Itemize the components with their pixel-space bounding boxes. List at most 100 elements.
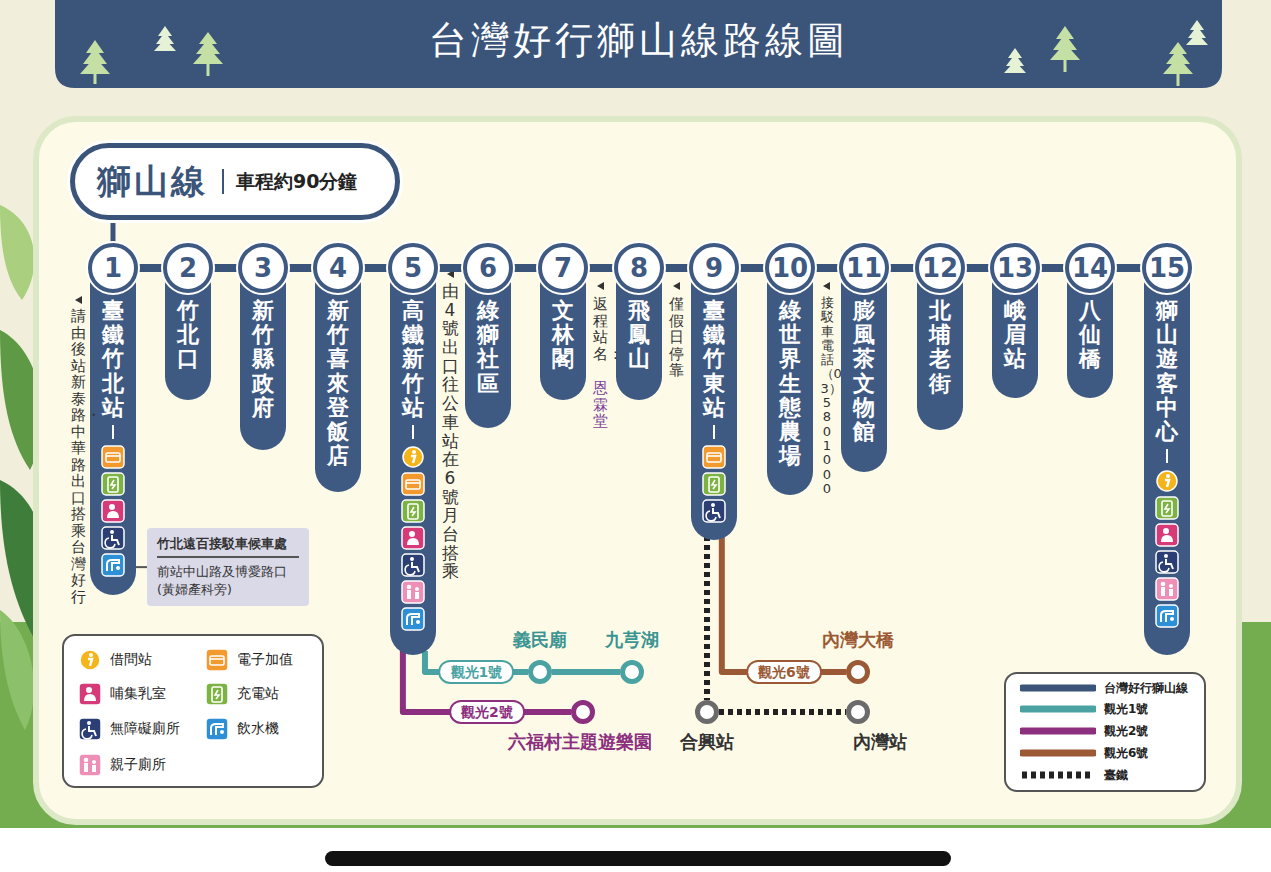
facility-icon: [1156, 578, 1178, 600]
legend-entry: 親子廁所: [78, 753, 166, 777]
line-swatch: [1020, 676, 1096, 700]
branch-stop: 內灣大橋: [846, 660, 870, 684]
legend-text: 充電站: [237, 685, 279, 703]
number-circle: 7: [538, 243, 588, 293]
stop-number: 3: [254, 255, 272, 281]
number-circle: 5: [388, 243, 438, 293]
stop-pill: 2 竹北口: [165, 243, 211, 400]
route-line: [887, 264, 917, 272]
legend-entry: 借問站: [78, 648, 152, 672]
stop-label: 內灣站: [853, 731, 907, 753]
route-line: [722, 536, 846, 672]
facility-icon: [1156, 524, 1178, 546]
facility-icon: [402, 473, 424, 495]
stop-number: 15: [1149, 255, 1185, 281]
stop-pill: 8飛鳳山: [616, 243, 662, 400]
legend-text: 親子廁所: [110, 756, 166, 774]
stop-number: 1: [104, 255, 122, 281]
icon-swatch: [78, 717, 102, 741]
route-line: [361, 264, 390, 272]
facility-icon: [703, 446, 725, 468]
facility-icon: [1156, 551, 1178, 573]
number-circle: 3: [238, 243, 288, 293]
facility-icon: [402, 527, 424, 549]
facility-icon: [102, 554, 124, 576]
facility-icon: [402, 500, 424, 522]
branch-stop: 六福村主題遊樂園: [571, 700, 595, 724]
divider: [713, 425, 715, 439]
route-line: [586, 264, 616, 272]
legend-text: 臺鐵: [1104, 767, 1128, 784]
stop-note: 接駁車電話（03）5801000: [821, 296, 834, 496]
route-line: [211, 264, 240, 272]
route-line: [136, 264, 165, 272]
legend-text: 飲水機: [237, 720, 279, 738]
route-header: 獅山線車程約90分鐘: [70, 143, 400, 220]
stop-number: 13: [997, 255, 1033, 281]
facility-icon: [79, 718, 101, 740]
stop-number: 6: [479, 255, 497, 281]
stop-note: 僅假日停靠: [669, 296, 684, 379]
facility-icons: [1155, 469, 1179, 631]
line-swatch: [1020, 719, 1096, 743]
facility-icon: [703, 500, 725, 522]
route-line: [286, 264, 315, 272]
facility-icon: [80, 650, 100, 670]
icon-swatch: [78, 753, 102, 777]
stop-number: 7: [554, 255, 572, 281]
divider: [412, 425, 414, 439]
branch-stop: 九芎湖: [620, 660, 644, 684]
stop-label: 九芎湖: [605, 629, 659, 651]
icon-swatch: [205, 648, 229, 672]
stop-number: 2: [179, 255, 197, 281]
route-line: [737, 264, 767, 272]
legend-text: 借問站: [110, 651, 152, 669]
icon-swatch: [78, 648, 102, 672]
stop-pill: 3新竹縣政府: [240, 243, 286, 450]
legend-entry: 台灣好行獅山線: [1020, 676, 1188, 700]
stop-label: 義民廟: [513, 629, 567, 651]
number-circle: 6: [463, 243, 513, 293]
stop-pill: 10 綠世界生態農場: [767, 243, 813, 495]
facility-icons: [702, 445, 726, 526]
route-line: [511, 264, 540, 272]
number-circle: 12: [915, 243, 965, 293]
legend-text: 觀光1號: [1104, 701, 1148, 718]
stop-name: 臺鐵竹北站: [102, 299, 124, 420]
number-circle: 1: [88, 243, 138, 293]
stop-pill: 5高鐵新竹站: [390, 243, 436, 655]
facility-icon: [206, 683, 228, 705]
route-line: [662, 264, 691, 272]
stop-label: 六福村主題遊樂園: [508, 731, 652, 753]
legend-entry: 觀光2號: [1020, 719, 1148, 743]
stop-pill: 12北埔老街: [917, 243, 963, 430]
number-circle: 8: [614, 243, 664, 293]
branch-stop: 義民廟: [528, 660, 552, 684]
facility-icon: [403, 447, 423, 467]
legend-entry: 觀光1號: [1020, 697, 1148, 721]
railway-station: 合興站: [695, 700, 719, 724]
stop-name: 新竹喜來登飯店: [327, 299, 349, 468]
route-line: [552, 669, 620, 675]
railway-line: [704, 536, 710, 700]
travel-time: 車程約90分鐘: [222, 169, 357, 194]
line-swatch: [1020, 741, 1096, 765]
callout-heading: 竹北遠百接駁車候車處: [157, 536, 299, 558]
map-title: 台灣好行獅山線路線圖: [55, 18, 1222, 64]
route-line: [963, 264, 992, 272]
legend-entry: 臺鐵: [1020, 763, 1128, 787]
line-badge: 觀光2號: [449, 700, 525, 724]
stop-name: 竹北口: [177, 299, 199, 372]
line-swatch: [1020, 697, 1096, 721]
stop-pill: 13峨眉站: [992, 243, 1038, 398]
stop-pill: 15獅山遊客中心: [1144, 243, 1190, 655]
facility-icon: [1156, 605, 1178, 627]
stop-name: 綠世界生態農場: [779, 299, 801, 468]
route-line: [1038, 264, 1067, 272]
stop-note: 返程站名：: [593, 296, 608, 362]
stop-number: 10: [772, 255, 808, 281]
legend-entry: 觀光6號: [1020, 741, 1148, 765]
legend-text: 台灣好行獅山線: [1104, 680, 1188, 697]
legend-box: [1005, 673, 1205, 791]
stop-name: 八仙橋: [1079, 299, 1101, 372]
